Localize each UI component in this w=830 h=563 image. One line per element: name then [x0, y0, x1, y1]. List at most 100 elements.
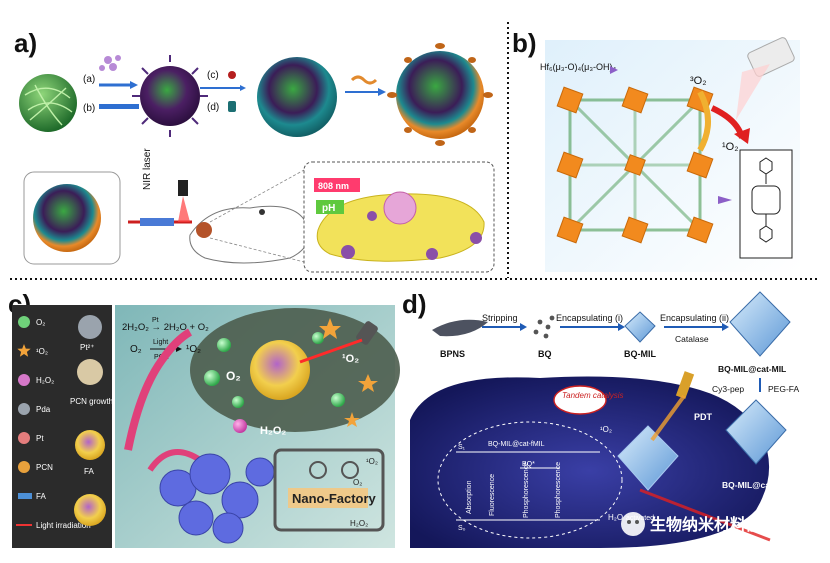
- equation-2-light: Light: [153, 339, 168, 346]
- fa-coated-np: [74, 494, 106, 526]
- legend-label: O₂: [36, 318, 45, 327]
- oxygen-spheres: [204, 332, 345, 408]
- watermark: 生物纳米材料前沿: [621, 512, 778, 536]
- state-s0: S₀: [458, 525, 466, 532]
- step-pcn: PCN growth: [70, 397, 113, 406]
- hero-nanoparticle: [250, 340, 310, 400]
- legend-label: ¹O₂: [36, 347, 48, 356]
- arrow-encapsulating-2: Encapsulating (ii): [660, 313, 729, 323]
- arrow-encapsulating-1: Encapsulating (i): [556, 313, 623, 323]
- hf-clusters: [556, 86, 714, 244]
- inset-nps: [341, 211, 482, 260]
- state-s1: S₁: [458, 444, 466, 451]
- pcn-coated-np: [75, 430, 105, 460]
- singlet-d: ¹O₂: [600, 425, 612, 434]
- wavelength-label: 808 nm: [318, 181, 349, 191]
- singlet-oxygen-star-icon: [17, 344, 31, 357]
- tumor-cluster: [159, 453, 275, 544]
- targeted-crystal: [725, 399, 787, 465]
- bq-mil-crystal: [624, 311, 656, 343]
- flow-bq-mil-cat-mil: BQ-MIL@cat-MIL: [718, 364, 786, 374]
- pdt-laser-icon: [675, 371, 695, 399]
- gear-icon: [309, 461, 327, 479]
- legend-label: Pda: [36, 405, 51, 414]
- watermark-text: 生物纳米材料前沿: [650, 515, 778, 534]
- spikes: [132, 55, 208, 137]
- legend-label: FA: [36, 492, 46, 501]
- inset-fluorescence: Fluorescence: [489, 474, 496, 516]
- energy-levels: [456, 451, 600, 521]
- teal-shell-np: [257, 57, 337, 137]
- tandem-line: Tandem catalysis: [562, 391, 624, 400]
- bubble-singlet-label: ¹O₂: [342, 353, 359, 365]
- state-bq: BQ*: [522, 461, 535, 468]
- nucleus: [383, 191, 417, 225]
- pdt-label: PDT: [694, 412, 713, 422]
- bpns-sheet-icon: [432, 319, 488, 337]
- bubble-h2o2-label: H₂O₂: [260, 425, 286, 437]
- panel-d-label: d): [402, 289, 427, 319]
- panel-b-label: b): [512, 28, 537, 58]
- tumor-spot: [196, 222, 212, 238]
- cy3-label: Cy3-pep: [712, 384, 744, 394]
- factory-h2o2: H₂O₂: [350, 519, 368, 528]
- factory-label: Nano-Factory: [292, 491, 377, 506]
- triplet-oxygen: ³O₂: [690, 75, 707, 87]
- wechat-icon: [621, 512, 645, 536]
- step-pt: Pt²⁺: [80, 343, 94, 352]
- tandem-bubble: [553, 385, 607, 415]
- step-a-label: (a): [83, 74, 95, 85]
- legend-label: Light irradiation: [36, 521, 91, 530]
- o2-sphere-icon: [18, 316, 30, 328]
- h2o2-molecule-icon: [18, 374, 30, 386]
- factory-singlet: ¹O₂: [366, 457, 378, 466]
- legend-label: H₂O₂: [36, 376, 54, 385]
- panel-b: b) Hf₆(μ₃-O)₄(μ₃-OH)₄ ³O₂ ¹O₂: [512, 28, 800, 272]
- red-dot-icon: [228, 71, 236, 79]
- pda-sphere-icon: [18, 403, 30, 415]
- fiber-texture: [24, 84, 73, 126]
- laser-device-icon: [178, 180, 188, 196]
- orange-tails: [387, 43, 493, 146]
- inset-title: BQ-MIL@cat-fMIL: [488, 441, 545, 448]
- pcn-sphere-icon: [18, 461, 30, 473]
- inset-np: [33, 184, 101, 252]
- pt-coated-np: [77, 359, 103, 385]
- excitation-arrow: [697, 90, 711, 152]
- pt-sphere-icon: [18, 432, 30, 444]
- panel-a: a) (a) (b) (c) (d): [14, 28, 495, 273]
- porphyrin-structure-icon: [751, 157, 781, 243]
- light-beam: [299, 338, 363, 364]
- flow-bq: BQ: [538, 349, 552, 359]
- precursor-molecule-icon: [99, 55, 121, 71]
- teal-block-icon: [228, 101, 236, 112]
- step-c-label: (c): [207, 70, 219, 81]
- inset-phosphorescence-2: Phosphorescence: [555, 462, 562, 518]
- step-b-label: (b): [83, 103, 95, 114]
- laser-beam: [178, 196, 190, 222]
- nir-laser-label: NIR laser: [142, 148, 153, 190]
- step-d-label: (d): [207, 102, 219, 113]
- inset-phosphorescence-1: Phosphorescence: [523, 462, 530, 518]
- energy-diagram-circle: [437, 421, 623, 539]
- factory-label-bg: [288, 488, 368, 508]
- red-beam: [639, 488, 771, 542]
- bq-dots-icon: [533, 315, 555, 339]
- singlet-oxygen: ¹O₂: [722, 141, 739, 153]
- purple-shell-np: [140, 66, 200, 126]
- inset-absorption: Absorption: [466, 480, 473, 514]
- ph-label: pH: [322, 203, 335, 214]
- mouse-eye: [259, 209, 265, 215]
- product-label: BQ-MIL@cat-fMIL: [722, 480, 793, 490]
- panel-d: d) BPNS Stripping BQ Encapsulating (i) B…: [402, 289, 800, 548]
- legend-label: PCN: [36, 463, 53, 472]
- bq-mil-cat-mil-crystal: [729, 291, 791, 357]
- ph-badge: [316, 200, 344, 214]
- flow-bpns: BPNS: [440, 349, 465, 359]
- h2o-label: H₂O: [608, 513, 623, 522]
- arrow-stripping: Stripping: [482, 313, 518, 323]
- pdt-beam: [650, 394, 686, 442]
- wavelength-badge: [314, 178, 360, 192]
- factory-o2: O₂: [353, 478, 362, 487]
